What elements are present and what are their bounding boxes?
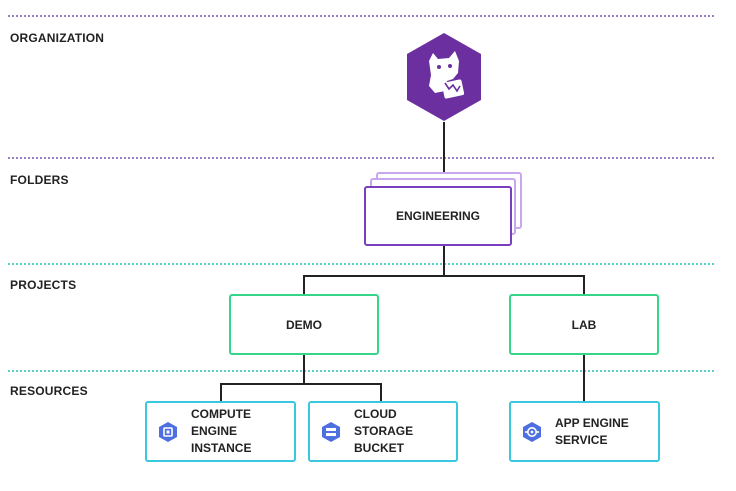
tier-label-resources: RESOURCES bbox=[10, 384, 88, 398]
tier-label-folders: FOLDERS bbox=[10, 173, 69, 187]
folder-label: ENGINEERING bbox=[395, 209, 480, 223]
connector-to-compute bbox=[220, 383, 222, 402]
resource-compute-engine-instance[interactable]: COMPUTE ENGINE INSTANCE bbox=[145, 401, 296, 462]
separator-projects bbox=[8, 263, 714, 265]
separator-top bbox=[8, 15, 714, 17]
connector-to-storage bbox=[380, 383, 382, 402]
connector-demo-down bbox=[303, 355, 305, 385]
project-label: DEMO bbox=[286, 317, 322, 332]
project-label: LAB bbox=[571, 317, 597, 332]
connector-org-folder bbox=[443, 122, 445, 174]
datadog-logo bbox=[407, 33, 481, 121]
resource-app-engine-service[interactable]: APP ENGINE SERVICE bbox=[509, 401, 660, 462]
connector-lab-down bbox=[583, 355, 585, 402]
tier-label-organization: ORGANIZATION bbox=[10, 31, 105, 45]
resource-label-line1: CLOUD STORAGE bbox=[354, 407, 414, 438]
project-lab[interactable]: LAB bbox=[509, 294, 659, 355]
tier-label-projects: PROJECTS bbox=[10, 278, 77, 292]
resource-label-line2: INSTANCE bbox=[191, 441, 252, 455]
folder-engineering[interactable]: ENGINEERING bbox=[364, 186, 512, 246]
connector-demo-horizontal bbox=[220, 383, 382, 385]
resource-label-line1: COMPUTE ENGINE bbox=[191, 407, 251, 438]
connector-projects-horizontal bbox=[303, 275, 585, 277]
app-engine-icon bbox=[523, 421, 541, 442]
resource-label-line2: BUCKET bbox=[354, 441, 404, 455]
separator-resources bbox=[8, 370, 714, 372]
resource-label-line2: SERVICE bbox=[555, 432, 608, 447]
connector-folder-down bbox=[443, 246, 445, 277]
connector-to-demo bbox=[303, 275, 305, 295]
resource-label-line1: APP ENGINE bbox=[555, 415, 629, 430]
separator-folders bbox=[8, 157, 714, 159]
project-demo[interactable]: DEMO bbox=[229, 294, 379, 355]
compute-engine-icon bbox=[159, 421, 177, 442]
cloud-storage-icon bbox=[322, 421, 340, 442]
resource-cloud-storage-bucket[interactable]: CLOUD STORAGE BUCKET bbox=[308, 401, 458, 462]
connector-to-lab bbox=[583, 275, 585, 295]
